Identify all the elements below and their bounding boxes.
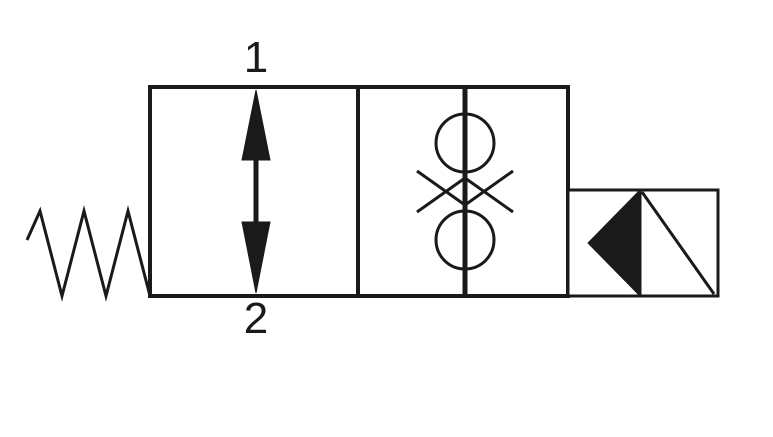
flow-arrow-up-icon bbox=[241, 89, 271, 161]
solenoid-diagonal-line bbox=[640, 191, 716, 295]
return-spring-icon bbox=[25, 205, 152, 302]
chevron-up-icon bbox=[416, 169, 514, 207]
flow-arrow-down-icon bbox=[241, 221, 271, 294]
closed-position-symbol bbox=[416, 87, 514, 296]
flow-position-symbol bbox=[241, 89, 271, 294]
solenoid-actuator bbox=[566, 188, 720, 298]
port-label-1: 1 bbox=[244, 33, 268, 82]
chevron-down-icon bbox=[416, 176, 514, 214]
check-ball-top-icon bbox=[434, 112, 496, 174]
port-label-2: 2 bbox=[244, 294, 268, 343]
check-ball-bottom-icon bbox=[434, 209, 496, 271]
